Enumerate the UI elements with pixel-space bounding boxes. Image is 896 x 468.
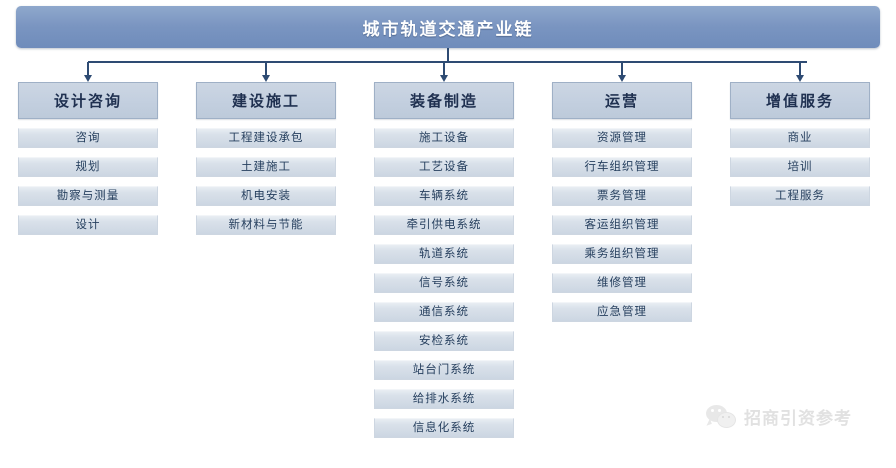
column-operations: 运营资源管理行车组织管理票务管理客运组织管理乘务组织管理维修管理应急管理 (552, 82, 692, 331)
item-list-construction: 工程建设承包土建施工机电安装新材料与节能 (196, 128, 336, 235)
item-label: 维修管理 (597, 275, 647, 290)
wechat-logo-icon (706, 404, 736, 429)
column-design-consulting: 设计咨询咨询规划勘察与测量设计 (18, 82, 158, 244)
item-label: 给排水系统 (412, 391, 476, 406)
item-box[interactable]: 土建施工 (196, 157, 336, 177)
connector-bus (88, 61, 807, 63)
item-box[interactable]: 牵引供电系统 (374, 215, 514, 235)
column-value-added-services: 增值服务商业培训工程服务 (730, 82, 870, 215)
connector-drop-operations (621, 62, 623, 76)
connector-stem (447, 48, 449, 62)
item-box[interactable]: 信号系统 (374, 273, 514, 293)
item-box[interactable]: 工程服务 (730, 186, 870, 206)
item-label: 规划 (75, 159, 101, 174)
item-box[interactable]: 轨道系统 (374, 244, 514, 264)
item-box[interactable]: 工艺设备 (374, 157, 514, 177)
category-header-label: 增值服务 (765, 92, 834, 110)
item-box[interactable]: 应急管理 (552, 302, 692, 322)
item-box[interactable]: 通信系统 (374, 302, 514, 322)
item-list-operations: 资源管理行车组织管理票务管理客运组织管理乘务组织管理维修管理应急管理 (552, 128, 692, 322)
item-box[interactable]: 乘务组织管理 (552, 244, 692, 264)
item-label: 资源管理 (597, 130, 647, 145)
arrow-down-icon-value-added-services (796, 75, 804, 82)
column-construction: 建设施工工程建设承包土建施工机电安装新材料与节能 (196, 82, 336, 244)
item-label: 客运组织管理 (584, 217, 660, 232)
root-title-box: 城市轨道交通产业链 (16, 6, 880, 48)
item-label: 工艺设备 (419, 159, 469, 174)
item-label: 乘务组织管理 (584, 246, 660, 261)
item-box[interactable]: 工程建设承包 (196, 128, 336, 148)
category-header-label: 设计咨询 (53, 92, 122, 110)
connector-drop-value-added-services (799, 62, 801, 76)
root-title-label: 城市轨道交通产业链 (362, 19, 534, 40)
item-box[interactable]: 商业 (730, 128, 870, 148)
item-label: 施工设备 (419, 130, 469, 145)
item-box[interactable]: 票务管理 (552, 186, 692, 206)
item-box[interactable]: 站台门系统 (374, 360, 514, 380)
item-box[interactable]: 信息化系统 (374, 418, 514, 438)
item-label: 牵引供电系统 (406, 217, 482, 232)
item-label: 车辆系统 (419, 188, 469, 203)
item-box[interactable]: 行车组织管理 (552, 157, 692, 177)
item-box[interactable]: 客运组织管理 (552, 215, 692, 235)
item-box[interactable]: 咨询 (18, 128, 158, 148)
item-box[interactable]: 新材料与节能 (196, 215, 336, 235)
arrow-down-icon-design-consulting (84, 75, 92, 82)
connector-drop-construction (265, 62, 267, 76)
watermark: 招商引资参考 (706, 404, 852, 429)
watermark-label: 招商引资参考 (744, 409, 852, 429)
arrow-down-icon-operations (618, 75, 626, 82)
item-label: 咨询 (75, 130, 101, 145)
arrow-down-icon-equipment-manufacturing (440, 75, 448, 82)
item-label: 信息化系统 (412, 420, 476, 435)
item-list-design-consulting: 咨询规划勘察与测量设计 (18, 128, 158, 235)
item-label: 工程服务 (775, 188, 825, 203)
column-equipment-manufacturing: 装备制造施工设备工艺设备车辆系统牵引供电系统轨道系统信号系统通信系统安检系统站台… (374, 82, 514, 447)
item-list-value-added-services: 商业培训工程服务 (730, 128, 870, 206)
category-header-operations[interactable]: 运营 (552, 82, 692, 119)
item-box[interactable]: 施工设备 (374, 128, 514, 148)
category-header-equipment-manufacturing[interactable]: 装备制造 (374, 82, 514, 119)
item-label: 信号系统 (419, 275, 469, 290)
item-label: 安检系统 (419, 333, 469, 348)
item-box[interactable]: 机电安装 (196, 186, 336, 206)
item-list-equipment-manufacturing: 施工设备工艺设备车辆系统牵引供电系统轨道系统信号系统通信系统安检系统站台门系统给… (374, 128, 514, 438)
category-header-design-consulting[interactable]: 设计咨询 (18, 82, 158, 119)
item-label: 行车组织管理 (584, 159, 660, 174)
item-box[interactable]: 给排水系统 (374, 389, 514, 409)
category-header-construction[interactable]: 建设施工 (196, 82, 336, 119)
category-header-label: 装备制造 (409, 92, 478, 110)
item-label: 工程建设承包 (228, 130, 304, 145)
item-box[interactable]: 规划 (18, 157, 158, 177)
item-label: 通信系统 (419, 304, 469, 319)
category-header-label: 运营 (604, 92, 639, 110)
item-box[interactable]: 安检系统 (374, 331, 514, 351)
item-box[interactable]: 维修管理 (552, 273, 692, 293)
item-box[interactable]: 勘察与测量 (18, 186, 158, 206)
item-label: 培训 (787, 159, 813, 174)
item-box[interactable]: 设计 (18, 215, 158, 235)
item-label: 轨道系统 (419, 246, 469, 261)
item-label: 票务管理 (597, 188, 647, 203)
connector-drop-equipment-manufacturing (443, 62, 445, 76)
item-label: 勘察与测量 (56, 188, 120, 203)
item-label: 应急管理 (597, 304, 647, 319)
arrow-down-icon-construction (262, 75, 270, 82)
item-label: 土建施工 (241, 159, 291, 174)
item-label: 站台门系统 (412, 362, 476, 377)
item-box[interactable]: 资源管理 (552, 128, 692, 148)
item-box[interactable]: 车辆系统 (374, 186, 514, 206)
connector-drop-design-consulting (87, 62, 89, 76)
item-label: 商业 (787, 130, 813, 145)
category-header-value-added-services[interactable]: 增值服务 (730, 82, 870, 119)
item-label: 设计 (75, 217, 101, 232)
category-header-label: 建设施工 (231, 92, 300, 110)
item-box[interactable]: 培训 (730, 157, 870, 177)
item-label: 机电安装 (241, 188, 291, 203)
item-label: 新材料与节能 (228, 217, 304, 232)
